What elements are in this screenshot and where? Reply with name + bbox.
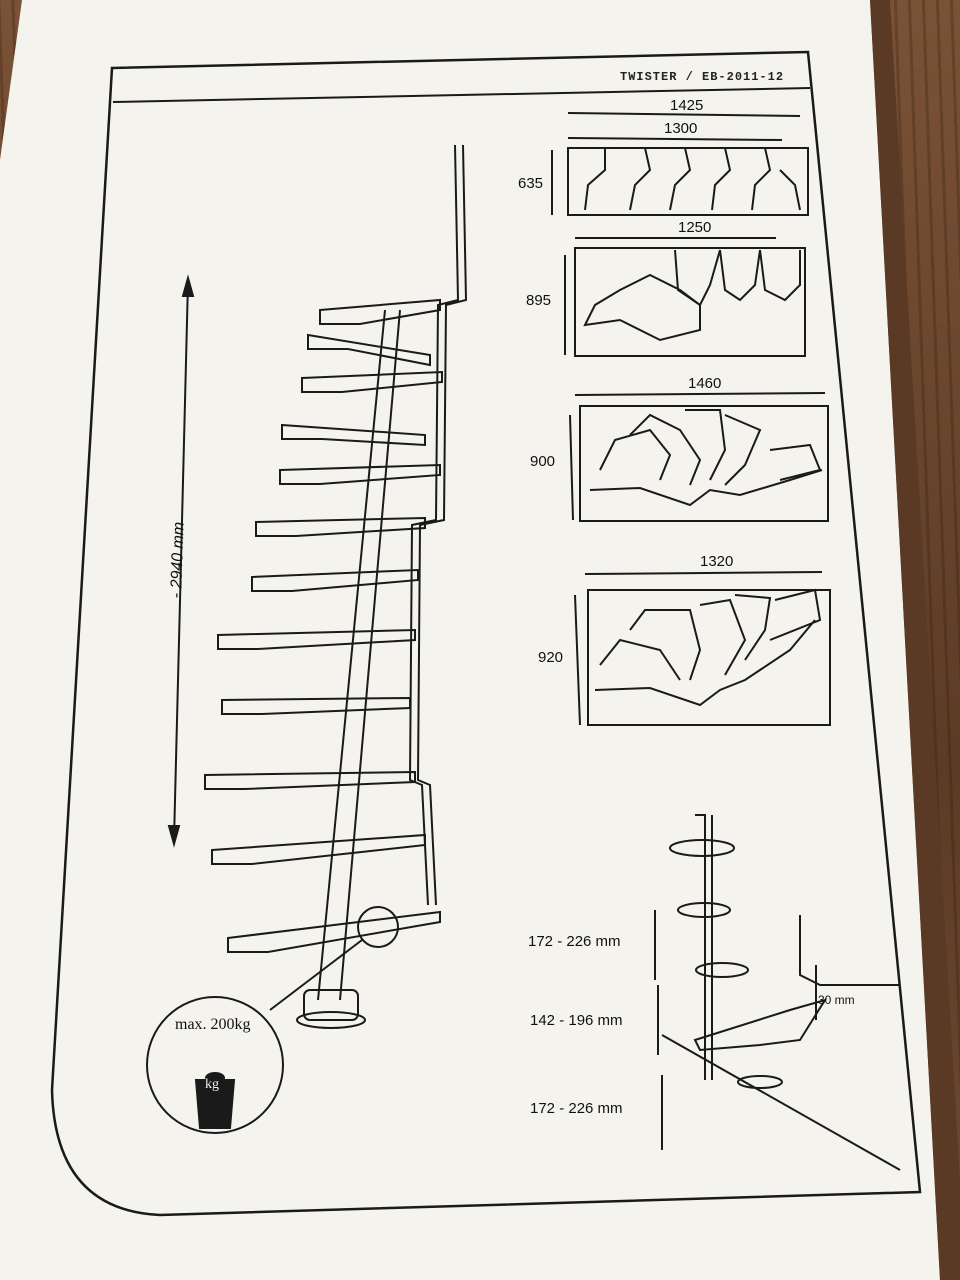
weight-unit-label: kg: [205, 1077, 219, 1092]
footprint-plan-1: [551, 112, 809, 216]
footprint-2-depth: 895: [526, 292, 552, 309]
spiral-staircase-drawing: [146, 144, 468, 1134]
stair-tread: [204, 770, 416, 790]
height-dimension-line: [173, 281, 189, 841]
tread-spacing-detail: [654, 814, 901, 1171]
footprint-plan-3: [569, 392, 829, 522]
spacing-bottom-label: 172 - 226 mm: [530, 1100, 623, 1117]
footprint-1-outer-width: 1425: [670, 97, 704, 114]
stair-tread: [251, 568, 419, 592]
stair-treads: [204, 298, 443, 953]
footprint-1-depth: 635: [518, 175, 544, 192]
footprint-4-depth: 920: [538, 649, 564, 666]
load-callout-circle: [357, 906, 399, 948]
spacing-mid-label: 142 - 196 mm: [530, 1012, 623, 1029]
spacing-top-label: 172 - 226 mm: [528, 933, 621, 950]
stair-tread: [217, 628, 416, 650]
stair-tread: [281, 423, 426, 447]
footprint-2-width: 1250: [678, 219, 712, 236]
stair-tread: [307, 333, 431, 367]
max-load-label: max. 200kg: [175, 1016, 251, 1033]
stair-tread: [221, 696, 411, 715]
tread-thickness-label: 30 mm: [818, 993, 855, 1007]
footprint-plan-2: [564, 237, 806, 357]
stair-tread: [279, 463, 441, 485]
stair-tread: [211, 833, 426, 865]
stair-tread: [319, 298, 441, 325]
footprint-3-width: 1460: [688, 375, 722, 392]
footprint-1-inner-width: 1300: [664, 120, 698, 137]
height-label: - 2940 mm: [168, 521, 188, 599]
stair-tread: [255, 516, 426, 537]
stair-tread: [301, 370, 443, 393]
stair-tread: [227, 910, 441, 953]
header-rule: [112, 87, 811, 103]
max-load-badge: [146, 996, 284, 1134]
page-frame: [50, 50, 922, 1217]
footprint-3-depth: 900: [530, 453, 556, 470]
footprint-plan-4: [574, 571, 831, 726]
footprint-4-width: 1320: [700, 553, 734, 570]
document-code: TWISTER / EB-2011-12: [620, 70, 785, 84]
